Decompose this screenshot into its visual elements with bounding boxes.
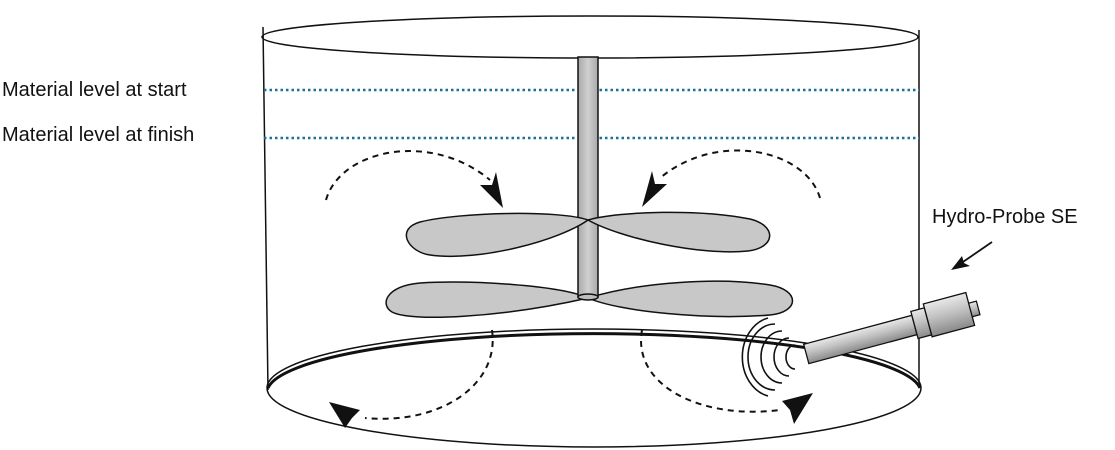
- arrowhead-upper-right: [642, 171, 667, 207]
- hydro-probe-sensor: [802, 291, 981, 365]
- arrowhead-upper-left: [480, 172, 503, 208]
- blade-upper-right: [586, 211, 771, 253]
- probe-pointer-line: [959, 241, 993, 265]
- tank-left-wall: [262, 26, 269, 391]
- blade-lower-right: [585, 280, 794, 318]
- tank-bottom-back-edge: [266, 332, 922, 389]
- blade-upper-left: [405, 212, 590, 258]
- mixer-shaft: [577, 56, 599, 298]
- tank-bottom: [266, 328, 922, 448]
- flow-arrow-upper-left: [325, 150, 491, 201]
- sensor-signal-waves: [741, 317, 796, 397]
- label-hydro-probe: Hydro-Probe SE: [932, 206, 1078, 228]
- arrowhead-lower-left: [329, 402, 360, 428]
- probe-pointer-arrowhead: [951, 256, 970, 270]
- flow-arrow-lower-left: [364, 329, 494, 420]
- arrowhead-lower-right: [782, 393, 813, 424]
- flow-arrow-upper-right: [659, 149, 821, 199]
- tank-top-rim: [261, 15, 919, 59]
- flow-arrow-lower-right: [640, 329, 781, 413]
- label-material-level-start: Material level at start: [2, 79, 187, 101]
- mixer-shaft-end: [577, 293, 599, 301]
- label-material-level-finish: Material level at finish: [2, 124, 195, 146]
- blade-lower-left: [385, 281, 591, 319]
